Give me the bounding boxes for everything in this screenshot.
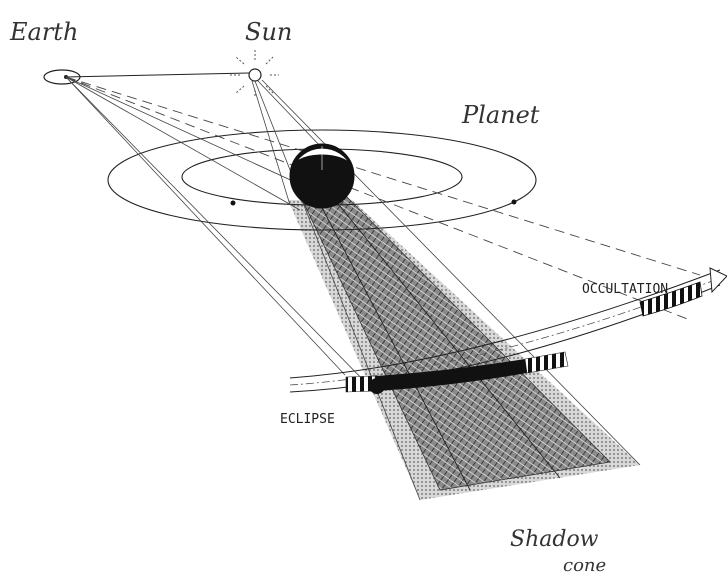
earth-sun-line [65, 72, 250, 78]
cone-edge-line [334, 199, 561, 479]
umbra-cone [299, 194, 611, 491]
cone-edge-line [317, 199, 471, 491]
eclipse-label: ECLIPSE [280, 412, 335, 427]
sun-icon [230, 50, 279, 98]
moon-eclipsed-icon [369, 378, 385, 394]
shadow-cone-label-line2: cone [563, 555, 606, 576]
satellite-orbit-band [289, 267, 727, 393]
outer-orbit [107, 129, 537, 231]
earth-sight-lines [65, 76, 376, 393]
sun-label: Sun [245, 18, 292, 46]
shadow-cone-label-line1: Shadow [510, 527, 599, 552]
orbit-node-right [511, 199, 517, 205]
planet-icon [289, 143, 355, 209]
orbit-node-left [230, 200, 236, 206]
planet-label: Planet [461, 101, 540, 129]
occultation-label: OCCULTATION [582, 282, 668, 297]
earth-label: Earth [9, 18, 78, 46]
earth-dashed-lines [65, 76, 701, 321]
